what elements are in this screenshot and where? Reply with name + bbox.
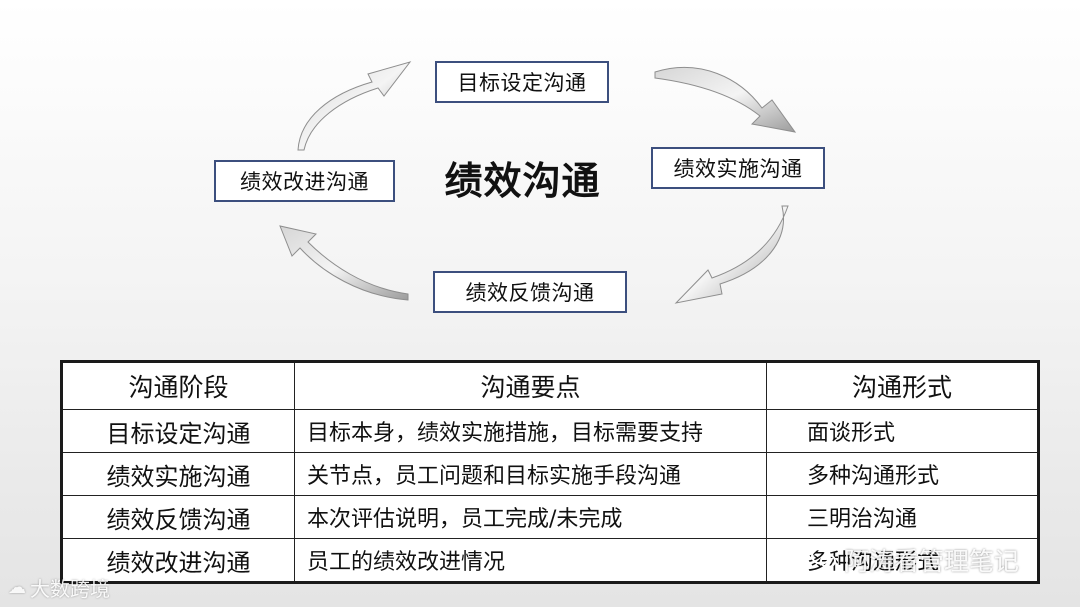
stage-box-improvement: 绩效改进沟通 [214,160,395,202]
header-stage: 沟通阶段 [61,361,295,410]
cell-form: 三明治沟通 [766,495,1039,539]
cell-key-points: 本次评估说明，员工完成/未完成 [294,495,767,539]
cell-stage: 绩效反馈沟通 [61,495,295,539]
arrow-left-to-top [297,61,412,151]
arrow-bottom-to-left [279,225,409,301]
cell-form: 多种沟通形式 [766,538,1039,583]
table-row: 绩效反馈沟通 本次评估说明，员工完成/未完成 三明治沟通 [61,495,1039,539]
cell-stage: 绩效改进沟通 [61,538,295,583]
stage-box-implementation: 绩效实施沟通 [651,147,825,189]
cell-form: 面谈形式 [766,409,1039,453]
account-watermark: 阿涛看管理笔记 [810,542,1019,578]
cycle-arrows [279,61,797,304]
stage-box-goal-setting: 目标设定沟通 [435,61,609,103]
cell-stage: 目标设定沟通 [61,409,295,453]
stage-label-improvement: 绩效改进沟通 [240,170,369,194]
table-row: 目标设定沟通 目标本身，绩效实施措施，目标需要支持 面谈形式 [61,409,1039,453]
header-form: 沟通形式 [766,361,1039,410]
stage-box-feedback: 绩效反馈沟通 [433,271,627,313]
cell-stage: 绩效实施沟通 [61,452,295,496]
arrow-right-to-bottom [674,205,789,304]
table-header-row: 沟通阶段 沟通要点 沟通形式 [61,361,1039,410]
arrow-top-to-right [654,67,797,133]
source-watermark: ☁ 大数跨境 [8,573,110,602]
table-row: 绩效改进沟通 员工的绩效改进情况 多种沟通形式 [61,538,1039,583]
cell-key-points: 员工的绩效改进情况 [294,538,767,583]
source-watermark-text: 大数跨境 [30,577,110,601]
diagram-center-title: 绩效沟通 [444,159,601,203]
stage-label-feedback: 绩效反馈沟通 [465,281,595,305]
wechat-icon [810,546,838,575]
header-key-points: 沟通要点 [294,361,767,410]
communication-stage-table: 沟通阶段 沟通要点 沟通形式 目标设定沟通 目标本身，绩效实施措施，目标需要支持… [60,360,1040,584]
cell-key-points: 目标本身，绩效实施措施，目标需要支持 [294,409,767,453]
stage-label-implementation: 绩效实施沟通 [673,157,803,181]
cloud-logo-icon: ☁ [8,577,26,598]
table-row: 绩效实施沟通 关节点，员工问题和目标实施手段沟通 多种沟通形式 [61,452,1039,496]
cell-key-points: 关节点，员工问题和目标实施手段沟通 [294,452,767,496]
cell-form: 多种沟通形式 [766,452,1039,496]
account-watermark-text: 阿涛看管理笔记 [844,547,1020,576]
stage-label-goal-setting: 目标设定沟通 [457,71,587,95]
